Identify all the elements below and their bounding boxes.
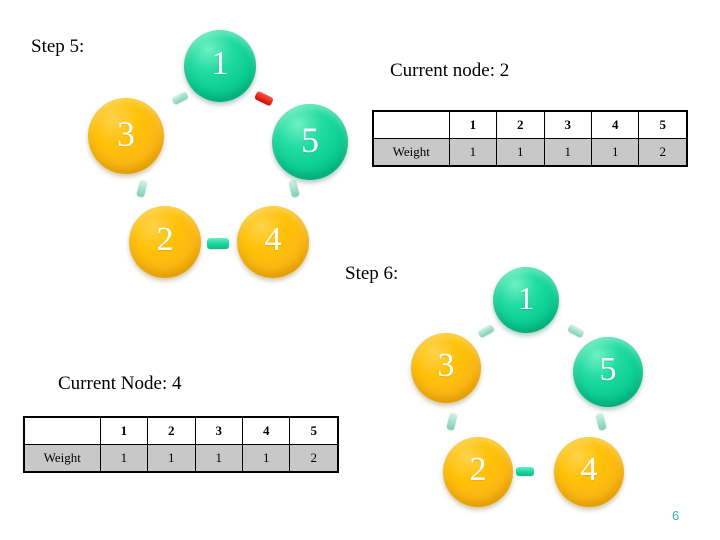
step6-col-header-4: 4 [241, 416, 291, 445]
step5-weight-cell-5: 2 [638, 138, 688, 167]
step5-node-3-label: 3 [117, 114, 135, 154]
table-header-row: 1 2 3 4 5 [23, 416, 339, 445]
step5-weight-cell-4: 1 [590, 138, 640, 167]
step5-weight-cell-1: 1 [448, 138, 498, 167]
step5-col-header-4: 4 [590, 110, 640, 139]
step6-title: Step 6: [345, 263, 399, 284]
step6-node-3-label: 3 [437, 347, 455, 384]
step5-current-node-label: Current node: 2 [390, 60, 510, 81]
step6-weight-cell-3: 1 [194, 444, 243, 473]
step6-node-4-label: 4 [580, 451, 598, 488]
step5-edge-5-4 [288, 179, 300, 198]
step6-col-header-3: 3 [194, 416, 243, 445]
table-row: Weight 1 1 1 1 2 [23, 444, 339, 473]
step6-current-node-label: Current Node: 4 [58, 373, 182, 394]
step6-node-1[interactable]: 1 [493, 267, 559, 333]
step5-table-corner [372, 110, 450, 139]
step5-row-header-weight: Weight [372, 138, 450, 167]
step6-col-header-2: 2 [147, 416, 196, 445]
step6-col-header-5: 5 [289, 416, 339, 445]
step6-weight-cell-1: 1 [99, 444, 149, 473]
step6-weight-table: 1 2 3 4 5 Weight 1 1 1 1 2 [23, 416, 339, 473]
step5-weight-table: 1 2 3 4 5 Weight 1 1 1 1 2 [372, 110, 688, 167]
step5-title: Step 5: [31, 36, 85, 57]
step5-edge-3-1 [171, 90, 189, 106]
step5-node-5-label: 5 [301, 120, 319, 160]
page-number: 6 [672, 508, 680, 523]
step5-weight-cell-2: 1 [496, 138, 545, 167]
step5-col-header-3: 3 [543, 110, 592, 139]
step6-weight-cell-2: 1 [147, 444, 196, 473]
step6-node-4[interactable]: 4 [554, 437, 624, 507]
step5-node-5[interactable]: 5 [272, 104, 348, 180]
step5-edge-3-2 [136, 179, 148, 198]
table-header-row: 1 2 3 4 5 [372, 110, 688, 139]
step5-node-2[interactable]: 2 [129, 206, 201, 278]
step6-edge-5-4 [595, 412, 607, 431]
step6-node-3[interactable]: 3 [411, 333, 481, 403]
table-row: Weight 1 1 1 1 2 [372, 138, 688, 167]
step6-weight-cell-5: 2 [289, 444, 339, 473]
step6-table-corner [23, 416, 101, 445]
step5-node-1-label: 1 [211, 45, 229, 82]
step6-edge-1-5 [567, 323, 585, 339]
step6-node-1-label: 1 [518, 280, 534, 316]
step5-node-1[interactable]: 1 [184, 30, 256, 102]
step5-col-header-2: 2 [496, 110, 545, 139]
step6-graph: 1 3 5 2 4 [410, 265, 720, 530]
step6-node-5-label: 5 [599, 351, 617, 388]
step6-row-header-weight: Weight [23, 444, 101, 473]
step5-col-header-5: 5 [638, 110, 688, 139]
step5-node-3[interactable]: 3 [88, 98, 164, 174]
step5-weight-cell-3: 1 [543, 138, 592, 167]
step5-col-header-1: 1 [448, 110, 498, 139]
step5-graph: 1 3 5 2 4 [0, 0, 360, 290]
step6-node-2-label: 2 [469, 451, 487, 488]
step5-node-2-label: 2 [156, 221, 174, 258]
step6-node-5[interactable]: 5 [573, 337, 643, 407]
step6-col-header-1: 1 [99, 416, 149, 445]
step5-node-4-label: 4 [264, 221, 282, 258]
step6-edge-2-4 [516, 467, 534, 476]
step6-weight-cell-4: 1 [241, 444, 291, 473]
step6-edge-3-2 [446, 412, 458, 431]
step5-node-4[interactable]: 4 [237, 206, 309, 278]
step5-edge-2-4 [207, 238, 229, 249]
step6-edge-3-1 [477, 323, 495, 339]
step6-node-2[interactable]: 2 [443, 437, 513, 507]
step5-edge-1-5 [253, 90, 275, 107]
